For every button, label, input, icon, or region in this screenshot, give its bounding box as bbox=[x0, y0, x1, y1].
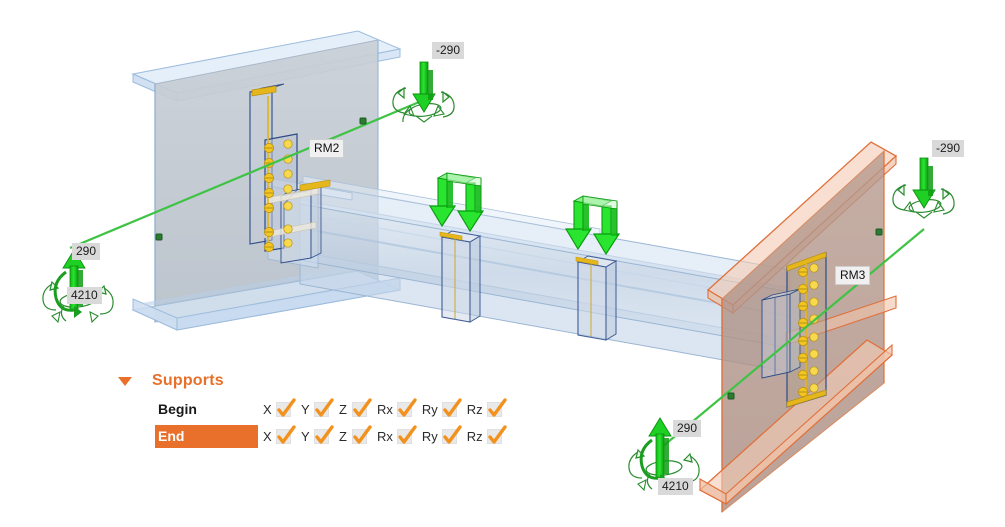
dof-label: Rz bbox=[466, 429, 483, 444]
check-icon bbox=[443, 398, 462, 417]
dof-label: Z bbox=[339, 429, 347, 444]
dof-label: Y bbox=[301, 402, 310, 417]
connection-label-rm2[interactable]: RM2 bbox=[309, 139, 345, 158]
check-icon bbox=[353, 398, 372, 417]
dof-rx: Rx bbox=[377, 425, 417, 444]
hanger-connection-1[interactable] bbox=[439, 230, 482, 323]
support-row[interactable]: Begin X Y Z Rx Ry Rz bbox=[118, 398, 538, 421]
center-beam[interactable] bbox=[267, 175, 791, 373]
rm2-bolt-row bbox=[263, 139, 293, 252]
support-row-label[interactable]: Begin bbox=[158, 401, 197, 417]
dof-z: Z bbox=[339, 398, 372, 417]
dof-label: Y bbox=[301, 429, 310, 444]
dof-label: Z bbox=[339, 402, 347, 417]
dof-y: Y bbox=[301, 398, 334, 417]
dof-x: X bbox=[263, 398, 296, 417]
reaction-moment-label-left: 4210 bbox=[67, 287, 102, 304]
point-load-arrow bbox=[592, 205, 621, 256]
check-icon bbox=[487, 398, 507, 417]
dof-rx: Rx bbox=[377, 398, 417, 417]
load-label-top-left: -290 bbox=[432, 42, 465, 59]
check-icon bbox=[443, 425, 462, 444]
dof-rz: Rz bbox=[466, 398, 507, 417]
supports-panel-header[interactable]: Supports bbox=[118, 368, 538, 394]
check-icon bbox=[315, 398, 334, 417]
reaction-arrow-up bbox=[648, 417, 672, 479]
support-symbol-top-left[interactable] bbox=[392, 61, 455, 123]
support-row[interactable]: End X Y Z Rx Ry Rz bbox=[118, 425, 538, 448]
point-load-arrow bbox=[456, 182, 485, 233]
dof-label: Rz bbox=[466, 402, 483, 417]
supports-panel-title: Supports bbox=[152, 372, 224, 389]
check-icon bbox=[398, 398, 417, 417]
load-label-top-right: -290 bbox=[932, 140, 965, 157]
dof-label: Ry bbox=[421, 429, 438, 444]
dof-x: X bbox=[263, 425, 296, 444]
support-symbol-bottom-right[interactable] bbox=[628, 417, 700, 492]
check-icon bbox=[353, 425, 372, 444]
reaction-moment-label-right: 4210 bbox=[658, 478, 693, 495]
support-symbol-top-right[interactable] bbox=[892, 157, 955, 219]
connection-label-rm3[interactable]: RM3 bbox=[835, 266, 871, 285]
dof-label: Rx bbox=[377, 402, 393, 417]
checkbox-rz[interactable] bbox=[486, 398, 507, 417]
dof-y: Y bbox=[301, 425, 334, 444]
dof-label: X bbox=[263, 402, 272, 417]
checkbox-rx[interactable] bbox=[396, 398, 417, 417]
support-row-label[interactable]: End bbox=[155, 425, 258, 448]
checkbox-z[interactable] bbox=[352, 425, 372, 444]
dof-label: X bbox=[263, 429, 272, 444]
check-icon bbox=[398, 425, 417, 444]
right-column-beam-selected[interactable] bbox=[698, 141, 898, 514]
dof-z: Z bbox=[339, 425, 372, 444]
dof-list: X Y Z Rx Ry Rz bbox=[263, 425, 512, 444]
checkbox-x[interactable] bbox=[276, 398, 296, 417]
reaction-force-label-right: 290 bbox=[673, 420, 702, 437]
checkbox-x[interactable] bbox=[276, 425, 296, 444]
point-load-group-2[interactable] bbox=[564, 195, 621, 256]
checkbox-ry[interactable] bbox=[441, 425, 462, 444]
check-icon bbox=[487, 425, 507, 444]
dof-label: Ry bbox=[421, 402, 438, 417]
check-icon bbox=[277, 398, 296, 417]
checkbox-y[interactable] bbox=[314, 425, 334, 444]
rm2-connection[interactable] bbox=[249, 83, 331, 264]
checkbox-rz[interactable] bbox=[486, 425, 507, 444]
load-arrow-down bbox=[412, 61, 436, 113]
support-symbol-bottom-left[interactable] bbox=[42, 249, 114, 324]
support-axis-lines bbox=[69, 98, 925, 453]
dof-list: X Y Z Rx Ry Rz bbox=[263, 398, 512, 417]
load-arrow-down bbox=[912, 157, 936, 209]
dof-ry: Ry bbox=[421, 425, 462, 444]
checkbox-ry[interactable] bbox=[441, 398, 462, 417]
dof-label: Rx bbox=[377, 429, 393, 444]
checkbox-y[interactable] bbox=[314, 398, 334, 417]
dof-ry: Ry bbox=[421, 398, 462, 417]
triangle-down-icon[interactable] bbox=[118, 376, 132, 386]
checkbox-z[interactable] bbox=[352, 398, 372, 417]
dof-rz: Rz bbox=[466, 425, 507, 444]
check-icon bbox=[277, 425, 296, 444]
check-icon bbox=[315, 425, 334, 444]
hanger-connection-2[interactable] bbox=[575, 255, 618, 341]
point-load-group-1[interactable] bbox=[428, 172, 485, 233]
checkbox-rx[interactable] bbox=[396, 425, 417, 444]
reaction-force-label-left: 290 bbox=[72, 243, 101, 260]
